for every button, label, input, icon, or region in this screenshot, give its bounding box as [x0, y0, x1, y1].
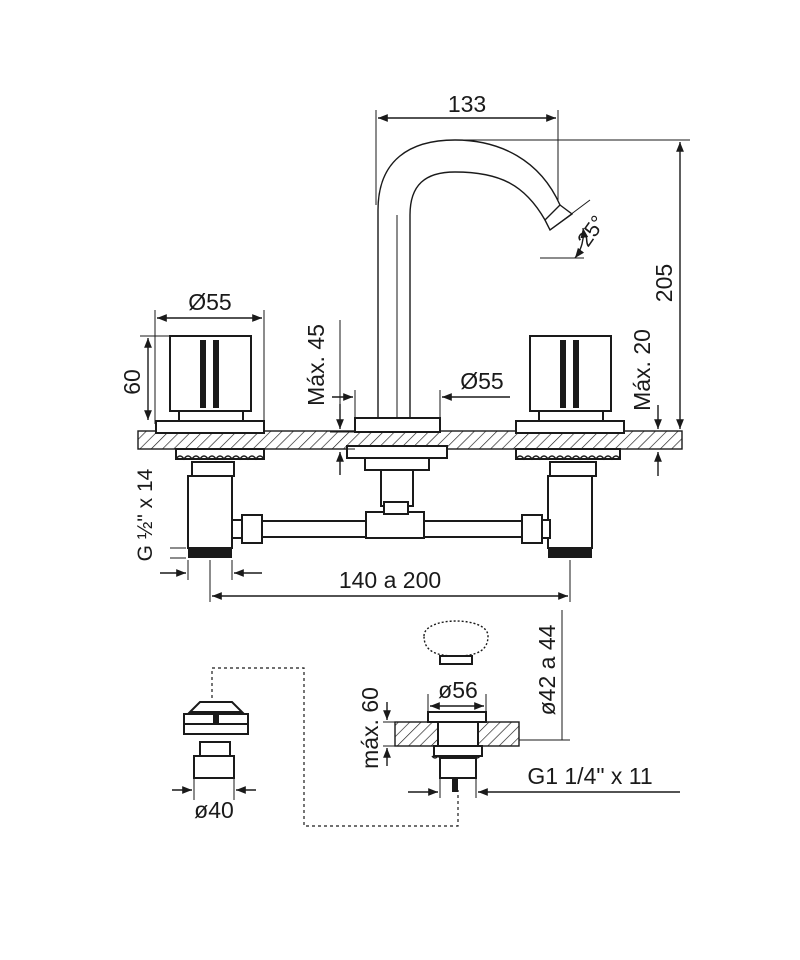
dimension-max-45: Máx. 45 [303, 320, 355, 475]
dim-label-handle-diameter: Ø55 [188, 289, 231, 315]
spout [346, 139, 574, 507]
dimension-max-20: Máx. 20 [620, 329, 668, 476]
connecting-pipe [231, 501, 551, 544]
dim-label-133: 133 [448, 91, 486, 117]
right-handle [515, 335, 625, 558]
dimension-handle-diameter: Ø55 [154, 289, 265, 424]
dimension-inlet-thread: G ½" x 14 [134, 468, 262, 580]
dim-label-spout-base-diameter: Ø55 [460, 368, 503, 394]
dim-label-cartridge-diameter: ø40 [194, 797, 234, 823]
dim-label-angle: 25° [573, 212, 610, 251]
left-handle [155, 335, 265, 558]
dim-label-max-20: Máx. 20 [629, 329, 655, 411]
dimension-60: 60 [119, 335, 170, 420]
dimension-133: 133 [375, 91, 559, 205]
dim-label-center-distance: 140 a 200 [339, 567, 441, 593]
drain-detail: ø56 máx. 60 ø42 a 44 G1 1/4" x 11 [357, 610, 680, 798]
dimension-center-distance: 140 a 200 [209, 560, 571, 602]
dim-label-drain-flange: ø56 [438, 677, 478, 703]
dim-label-205: 205 [651, 264, 677, 302]
dim-label-drain-hole: ø42 a 44 [534, 624, 560, 715]
cartridge-detail: ø40 [172, 701, 256, 823]
dim-label-60: 60 [119, 369, 145, 395]
detail-link-dashed [211, 667, 459, 827]
dim-label-drain-max: máx. 60 [357, 687, 383, 769]
dim-label-drain-thread: G1 1/4" x 11 [527, 763, 652, 789]
dimension-angle: 25° [540, 199, 610, 259]
dim-label-max-45: Máx. 45 [303, 324, 329, 406]
dimension-spout-base-diameter: Ø55 [332, 368, 510, 418]
dim-label-inlet-thread: G ½" x 14 [134, 468, 157, 561]
dimension-205: 205 [452, 139, 690, 429]
